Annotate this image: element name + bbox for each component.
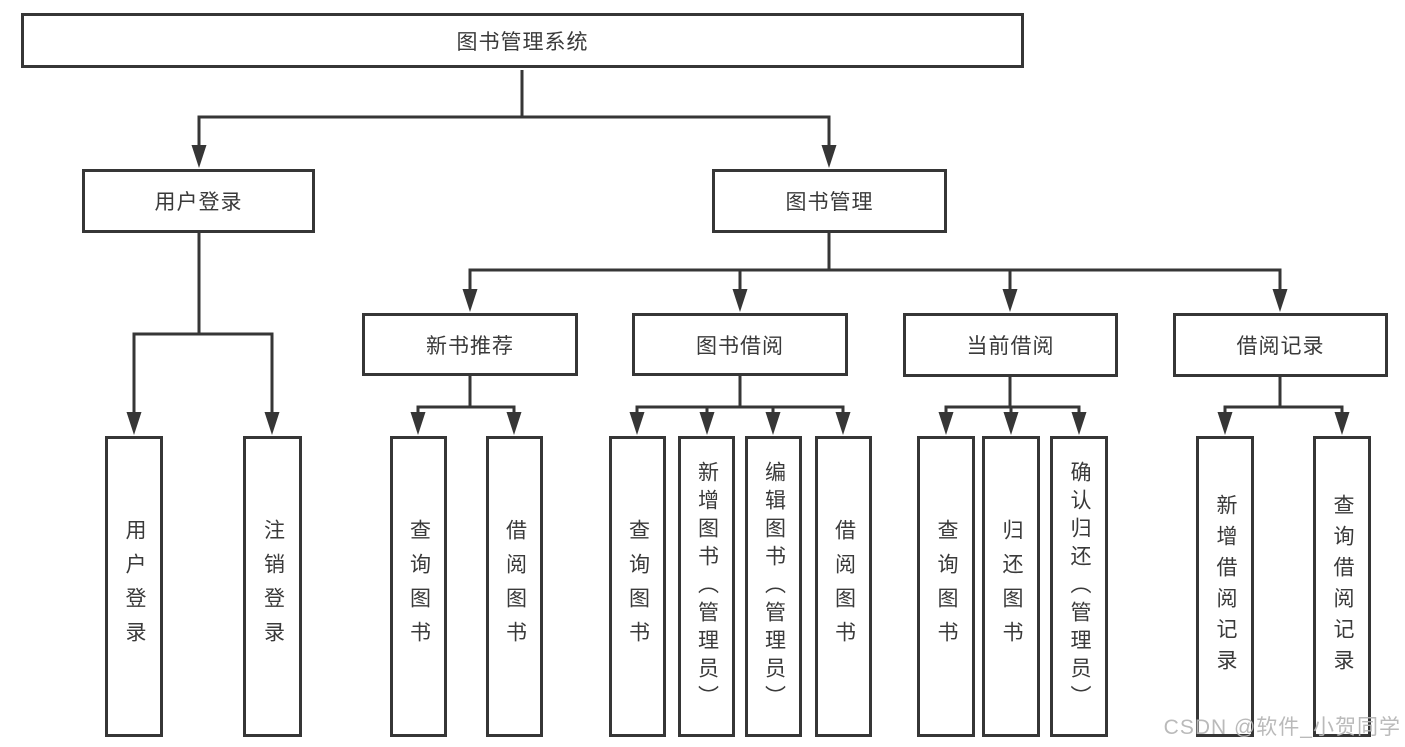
leaf-logout: 注销登录: [243, 436, 302, 737]
node-book-management: 图书管理: [712, 169, 947, 233]
node-borrowing-records: 借阅记录: [1173, 313, 1388, 377]
connector-root-to-level2: [191, 70, 837, 168]
connector-book-management-children: [462, 233, 1288, 312]
leaf-borrow-books: 借阅图书: [815, 436, 872, 737]
node-current-borrowing: 当前借阅: [903, 313, 1118, 377]
leaf-query-books-current: 查询图书: [917, 436, 975, 737]
leaf-confirm-return-admin: 确认归还（管理员）: [1050, 436, 1108, 737]
leaf-query-books-recommend: 查询图书: [390, 436, 447, 737]
leaf-return-books: 归还图书: [982, 436, 1040, 737]
leaf-edit-books-admin: 编辑图书（管理员）: [745, 436, 802, 737]
node-book-borrowing: 图书借阅: [632, 313, 848, 376]
leaf-user-login: 用户登录: [105, 436, 163, 737]
leaf-borrow-books-recommend: 借阅图书: [486, 436, 543, 737]
node-user-login: 用户登录: [82, 169, 315, 233]
csdn-watermark: CSDN @软件_小贺同学: [1163, 716, 1401, 739]
node-library-management-system: 图书管理系统: [21, 13, 1024, 68]
leaf-add-books-admin: 新增图书（管理员）: [678, 436, 735, 737]
connector-user-login-children: [126, 233, 280, 435]
connector-new-book-children: [410, 376, 522, 435]
leaf-query-borrow-record: 查询借阅记录: [1313, 436, 1371, 737]
node-new-book-recommendation: 新书推荐: [362, 313, 578, 376]
connector-current-borrow-children: [938, 377, 1087, 435]
leaf-add-borrow-record: 新增借阅记录: [1196, 436, 1254, 737]
connector-book-borrow-children: [629, 376, 851, 435]
connector-borrow-records-children: [1217, 377, 1350, 435]
leaf-query-books-borrow: 查询图书: [609, 436, 666, 737]
